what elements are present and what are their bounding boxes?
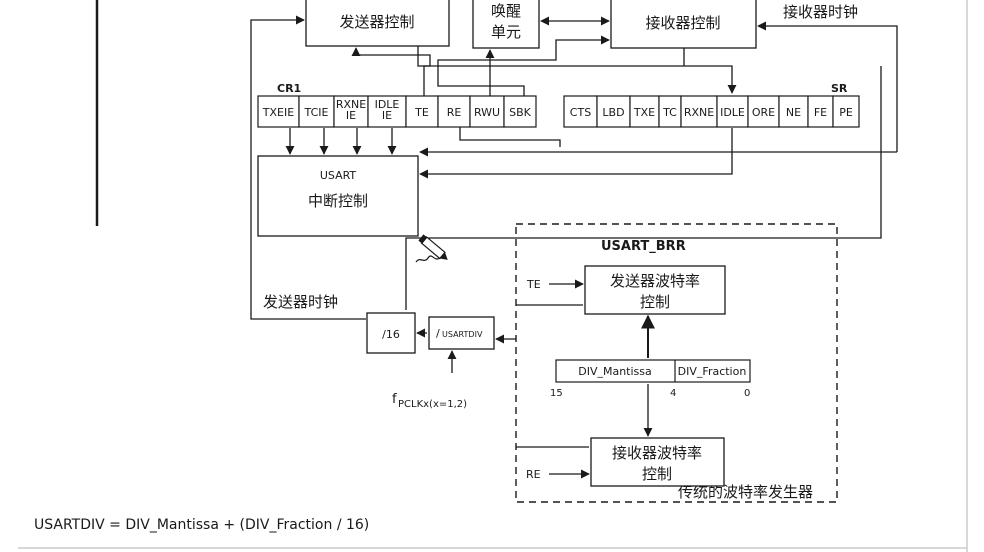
wakeup-label-line2: 单元 bbox=[491, 23, 521, 41]
cr1-cell-label: TE bbox=[414, 106, 429, 119]
sr-title: SR bbox=[831, 82, 848, 95]
usartdiv-label: USARTDIV bbox=[442, 330, 483, 339]
sr-cell: NE bbox=[778, 95, 809, 128]
rx-baud-block: 接收器波特率 控制 bbox=[590, 437, 725, 487]
sr-cell: ORE bbox=[747, 95, 780, 128]
cr1-cell-label: SBK bbox=[509, 106, 532, 119]
sr-cell-label: RXNE bbox=[684, 106, 714, 119]
sr-cell: RXNE bbox=[680, 95, 718, 128]
cr1-cell-label: RWU bbox=[474, 106, 500, 119]
usartdiv-block: / USARTDIV bbox=[428, 316, 495, 350]
sr-cell: PE bbox=[832, 95, 860, 128]
interrupt-control-label: 中断控制 bbox=[308, 192, 368, 210]
div16-label: /16 bbox=[382, 328, 400, 341]
rx-control-block: 接收器控制 bbox=[610, 0, 757, 49]
brr-fraction: DIV_Fraction bbox=[678, 365, 747, 378]
sr-cell: IDLE bbox=[716, 95, 749, 128]
te-input-label: TE bbox=[526, 278, 541, 291]
cr1-title: CR1 bbox=[277, 82, 301, 95]
sr-cell-label: PE bbox=[839, 106, 853, 119]
tx-control-label: 发送器控制 bbox=[339, 13, 414, 31]
cr1-cell-label: TXEIE bbox=[262, 106, 294, 119]
cr1-cell: TCIE bbox=[298, 95, 335, 128]
usartdiv-slash: / bbox=[436, 327, 440, 340]
sr-cell: TXE bbox=[629, 95, 660, 128]
sr-cell-label: TC bbox=[662, 106, 677, 119]
brr-connections bbox=[516, 279, 655, 479]
pclk-f: f bbox=[392, 392, 397, 407]
wakeup-unit-block: 唤醒 单元 bbox=[472, 0, 540, 49]
pen-cursor-icon bbox=[418, 234, 448, 260]
tx-baud-line2: 控制 bbox=[640, 293, 670, 311]
cr1-cell: TE bbox=[405, 95, 439, 128]
usart-interrupt-block: USART 中断控制 bbox=[257, 155, 419, 237]
sr-cell-label: CTS bbox=[570, 106, 591, 119]
re-input-label: RE bbox=[526, 468, 541, 481]
sr-cell: FE bbox=[807, 95, 834, 128]
sr-cell: CTS bbox=[563, 95, 598, 128]
divider-connections bbox=[416, 328, 516, 373]
tx-baud-block: 发送器波特率 控制 bbox=[584, 265, 726, 315]
cursor-scribble bbox=[415, 255, 441, 263]
usart-label: USART bbox=[320, 169, 357, 182]
sr-cell-label: LBD bbox=[602, 106, 624, 119]
sr-cell-label: IDLE bbox=[720, 106, 745, 119]
cr1-cell-label: TCIE bbox=[304, 106, 329, 119]
top-connections bbox=[250, 15, 898, 320]
sr-cell-label: TXE bbox=[633, 106, 655, 119]
cr1-cell: RE bbox=[437, 95, 471, 128]
usartdiv-formula: USARTDIV = DIV_Mantissa + (DIV_Fraction … bbox=[34, 517, 369, 533]
div16-block: /16 bbox=[366, 312, 416, 354]
cr1-cell-label: RE bbox=[447, 106, 462, 119]
tx-control-block: 发送器控制 bbox=[305, 0, 450, 47]
cr1-cell: RWU bbox=[469, 95, 505, 128]
pclk-subscript: PCLKx(x=1,2) bbox=[398, 399, 467, 410]
brr-bit15: 15 bbox=[550, 388, 563, 399]
rx-clock-label: 接收器时钟 bbox=[783, 3, 858, 21]
wakeup-label-line1: 唤醒 bbox=[491, 2, 521, 20]
sr-cell-label: FE bbox=[814, 106, 827, 119]
tx-baud-line1: 发送器波特率 bbox=[610, 272, 700, 290]
rx-baud-line2: 控制 bbox=[642, 465, 672, 483]
sr-cell: TC bbox=[658, 95, 682, 128]
cr1-cell: SBK bbox=[503, 95, 537, 128]
brr-caption: 传统的波特率发生器 bbox=[678, 483, 813, 501]
sr-cell: LBD bbox=[596, 95, 631, 128]
brr-bit4: 4 bbox=[670, 388, 676, 399]
sr-cell-label: ORE bbox=[752, 106, 775, 119]
sr-register: CTS LBD TXE TC RXNE IDLE ORE NE FE PE bbox=[563, 95, 860, 128]
rx-control-label: 接收器控制 bbox=[645, 14, 720, 32]
cr1-cell: TXEIE bbox=[257, 95, 300, 128]
rx-baud-line1: 接收器波特率 bbox=[612, 444, 702, 462]
cr1-cell-label: IE bbox=[382, 109, 392, 122]
tx-clock-label: 发送器时钟 bbox=[263, 293, 338, 311]
sr-cell-label: NE bbox=[786, 106, 801, 119]
brr-register: DIV_Mantissa DIV_Fraction 15 4 0 bbox=[550, 359, 751, 399]
cr1-to-usart-arrows bbox=[285, 66, 897, 310]
brr-title: USART_BRR bbox=[601, 239, 686, 254]
brr-mantissa: DIV_Mantissa bbox=[578, 365, 652, 378]
cr1-cell-label: IDLE bbox=[375, 98, 400, 111]
pclk-label: f PCLKx(x=1,2) bbox=[392, 392, 467, 410]
cr1-cell-label: IE bbox=[346, 109, 356, 122]
brr-region bbox=[515, 223, 838, 503]
cr1-cell-label: RXNE bbox=[336, 98, 366, 111]
brr-bit0: 0 bbox=[744, 388, 750, 399]
